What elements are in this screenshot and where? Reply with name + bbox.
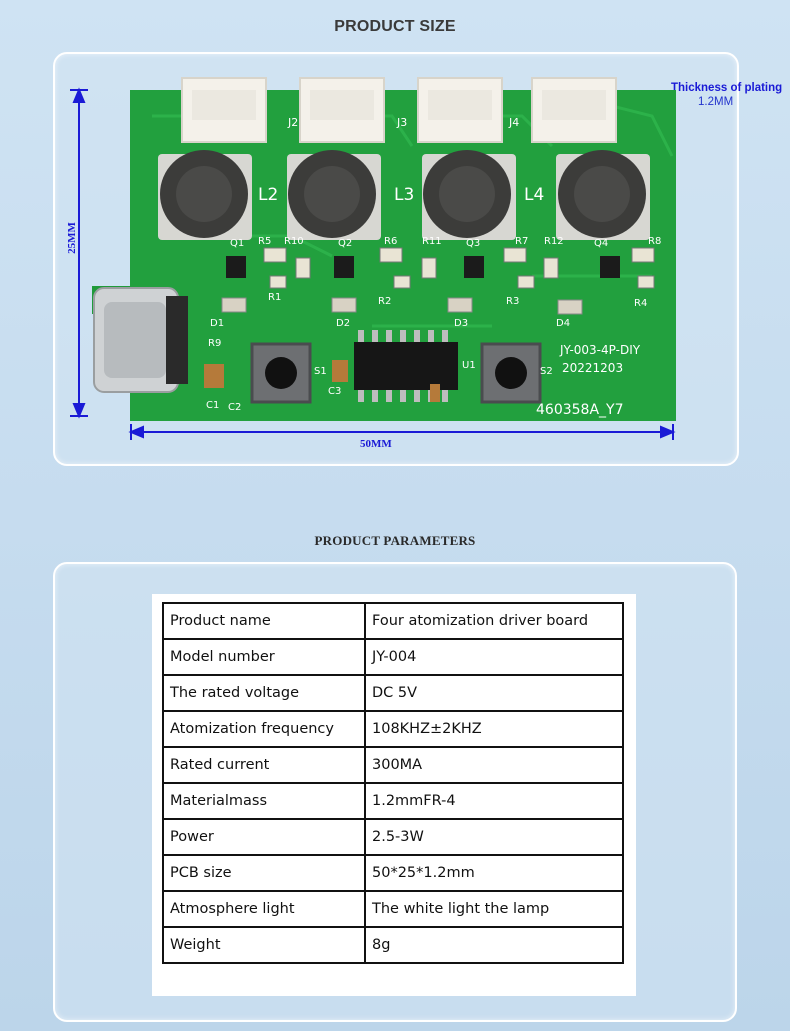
product-size-title: PRODUCT SIZE [334,18,456,35]
parameter-name: Atomization frequency [162,710,366,748]
connector-label: J4 [508,116,519,129]
connector-label: J2 [287,116,298,129]
pcb-board-image: J2 J3 J4 L2 L3 L4 [92,76,676,424]
product-parameters-title: PRODUCT PARAMETERS [314,533,476,548]
parameter-name: The rated voltage [162,674,366,712]
resistor-label: R1 [268,292,281,303]
capacitor-label: C3 [328,386,341,397]
transistor-label: Q3 [466,238,480,249]
parameter-value: JY-004 [364,638,624,676]
parameter-name: Atmosphere light [162,890,366,928]
parameter-value: 108KHZ±2KHZ [364,710,624,748]
resistor-label: R12 [544,236,564,247]
diode-label: D2 [336,318,350,329]
parameter-name: Weight [162,926,366,964]
inductor-label: L4 [524,185,544,205]
chip-label: U1 [462,360,476,371]
connectors [181,77,617,143]
resistor-label: R9 [208,338,221,349]
board-model-text: JY-003-4P-DIY [559,343,641,357]
parameter-value: 1.2mmFR-4 [364,782,624,820]
parameter-value: 300MA [364,746,624,784]
diode-label: D4 [556,318,570,329]
resistor-label: R10 [284,236,304,247]
resistor-label: R3 [506,296,519,307]
capacitor-label: C2 [228,402,241,413]
transistor-label: Q4 [594,238,608,249]
parameter-value: DC 5V [364,674,624,712]
resistor-label: R7 [515,236,528,247]
resistor-label: R11 [422,236,442,247]
parameter-name: Model number [162,638,366,676]
parameter-value: 8g [364,926,624,964]
inductor-label: L2 [258,185,278,205]
transistor-label: Q1 [230,238,244,249]
parameter-name: Materialmass [162,782,366,820]
parameter-name: Power [162,818,366,856]
parameter-value: 2.5-3W [364,818,624,856]
connector-label: J3 [396,116,407,129]
parameter-name: PCB size [162,854,366,892]
transistor-label: Q2 [338,238,352,249]
resistor-label: R5 [258,236,271,247]
inductor-label: L3 [394,185,414,205]
board-date-text: 20221203 [562,361,623,375]
thickness-label: Thickness of plating [671,82,783,94]
parameter-value: The white light the lamp [364,890,624,928]
switch-label: S2 [540,366,553,377]
parameter-value: 50*25*1.2mm [364,854,624,892]
resistor-label: R8 [648,236,661,247]
board-serial-text: 460358A_Y7 [536,402,623,418]
diode-label: D3 [454,318,468,329]
resistor-label: R4 [634,298,647,309]
thickness-value: 1.2MM [698,96,734,108]
width-dimension: 50MM [360,438,392,450]
dimension-lines [70,87,676,440]
parameter-name: Rated current [162,746,366,784]
parameter-name: Product name [162,602,366,640]
height-dimension: 25MM [66,222,78,254]
resistor-label: R6 [384,236,397,247]
switch-label: S1 [314,366,327,377]
diode-label: D1 [210,318,224,329]
capacitor-label: C1 [206,400,219,411]
resistor-label: R2 [378,296,391,307]
parameter-value: Four atomization driver board [364,602,624,640]
